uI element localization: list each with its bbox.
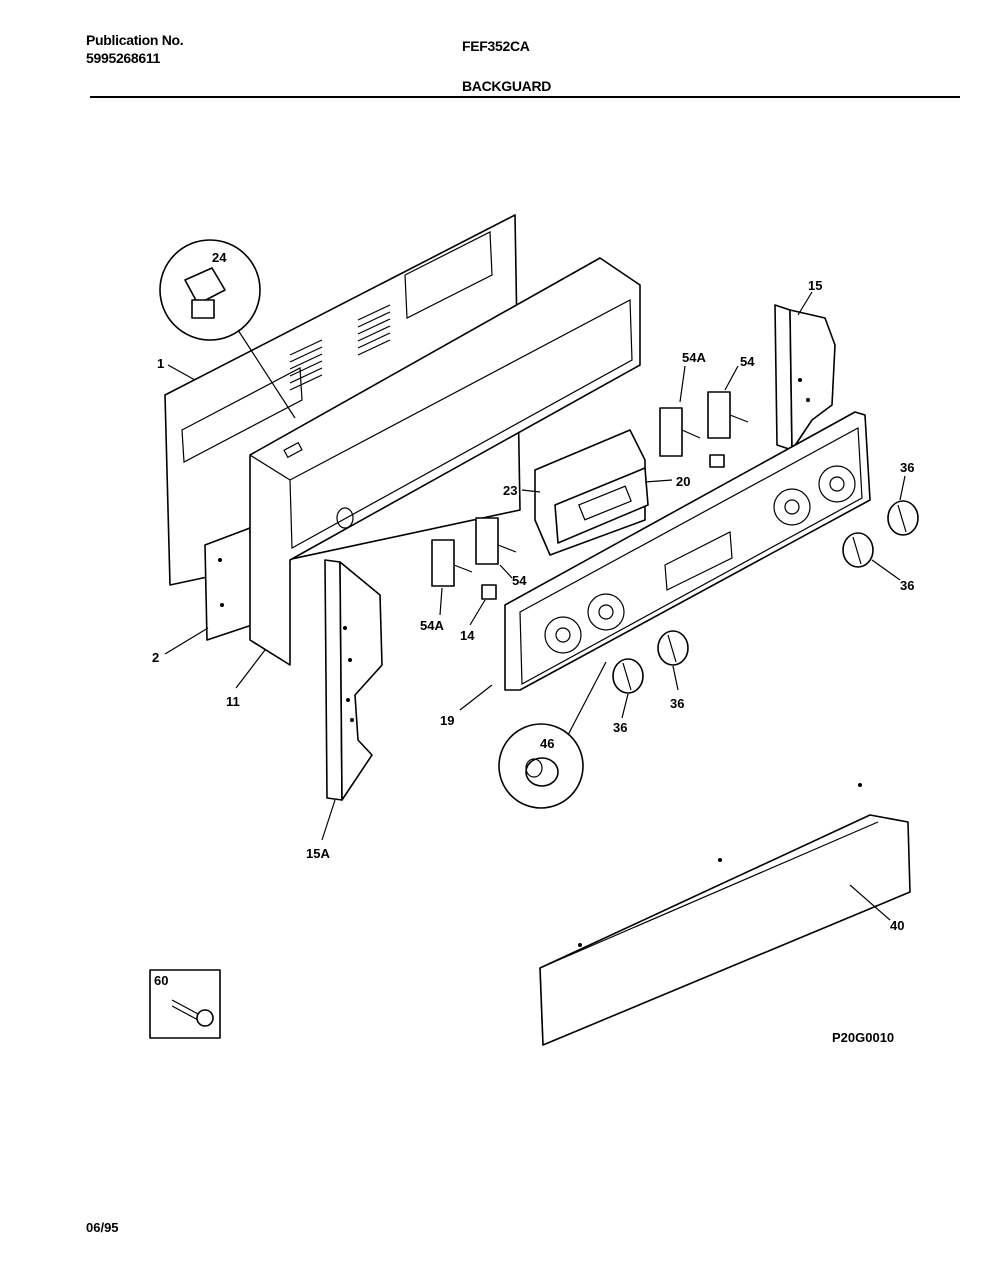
screw-box-part-60 <box>149 969 221 1039</box>
publication-label: Publication No. <box>86 32 184 48</box>
callout-54A-top: 54A <box>682 350 706 365</box>
end-bracket-part-15 <box>774 304 836 451</box>
model-number: FEF352CA <box>462 38 530 54</box>
callout-36-d: 36 <box>670 696 684 711</box>
callout-2: 2 <box>152 650 159 665</box>
section-title: BACKGUARD <box>462 78 552 94</box>
knob-part-36-a <box>887 500 919 536</box>
callout-54-top: 54 <box>740 354 755 369</box>
callout-54-bottom: 54 <box>512 573 527 588</box>
callout-11: 11 <box>226 694 240 709</box>
trim-part-40 <box>539 783 911 1046</box>
header-rule <box>90 96 960 98</box>
callout-20: 20 <box>676 474 690 489</box>
knob-part-36-b <box>842 532 874 568</box>
callout-36-a: 36 <box>900 460 914 475</box>
backguard-frame-part-11 <box>249 257 641 666</box>
publication-number: 5995268611 <box>86 50 161 66</box>
knob-part-36-d <box>657 630 689 666</box>
lower-bracket-part-2 <box>204 527 253 641</box>
callout-60: 60 <box>154 973 168 988</box>
end-bracket-part-15A <box>324 559 383 801</box>
callout-54A-bottom: 54A <box>420 618 444 633</box>
callout-23: 23 <box>503 483 517 498</box>
switch-part-54A-top <box>659 407 701 457</box>
detail-circle-part-24 <box>159 239 296 419</box>
vent-slots-right <box>357 304 391 356</box>
callout-40: 40 <box>890 918 904 933</box>
small-switch-top <box>709 454 725 468</box>
callout-labels: 24 1 54A 54 15 36 23 20 36 54 54A 14 2 1… <box>152 250 914 988</box>
switch-part-54A-bottom <box>431 539 473 587</box>
vent-slots-left <box>289 339 323 391</box>
callout-1: 1 <box>157 356 164 371</box>
callout-36-b: 36 <box>900 578 914 593</box>
detail-circle-part-46 <box>498 661 607 809</box>
callout-24: 24 <box>212 250 227 265</box>
callout-14: 14 <box>460 628 475 643</box>
callout-15: 15 <box>808 278 822 293</box>
control-panel-part-19 <box>504 411 871 691</box>
leader-lines <box>164 291 906 921</box>
switch-part-14 <box>481 584 497 600</box>
figure-code: P20G0010 <box>832 1030 895 1045</box>
publication-date: 06/95 <box>86 1220 119 1235</box>
switch-part-54-bottom <box>475 517 517 565</box>
callout-15A: 15A <box>306 846 330 861</box>
knob-part-36-c <box>612 658 644 694</box>
callout-36-c: 36 <box>613 720 627 735</box>
switch-part-54-top <box>707 391 749 439</box>
callout-19: 19 <box>440 713 454 728</box>
callout-46: 46 <box>540 736 554 751</box>
clock-part-20 <box>554 467 649 544</box>
